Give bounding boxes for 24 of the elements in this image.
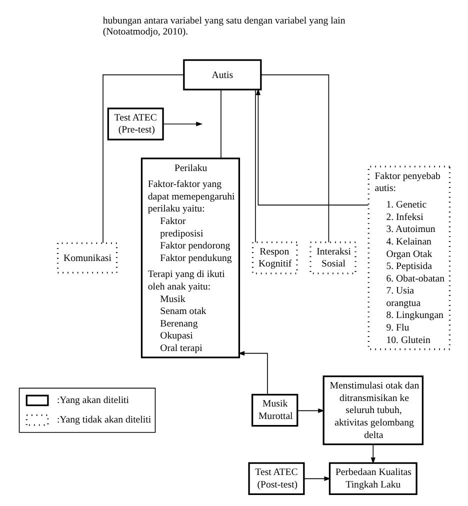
legend-label: :Yang akan diteliti (56, 394, 129, 406)
arrow (303, 476, 330, 481)
node-box: Faktor penyebab autis: 1. Genetic 2. Infeksi 3. Autoimun 4. Kelainan Organ Otak 5. Peptisida 6. Obat-obatan 7. Usia orangtua 8. Lingkungan 9. Flu 10. Glutein (367, 166, 450, 350)
node-box: Test ATEC (Post-test) (248, 462, 304, 496)
node-box: Respon Kognitif (251, 242, 298, 274)
node-box: Musik Murottal (251, 394, 298, 427)
legend-label: :Yang tidak akan diteliti (56, 414, 151, 426)
connector (254, 89, 256, 243)
node-box: Test ATEC (Pre-test) (106, 108, 164, 140)
node-box: Perilaku Faktor-faktor yang dapat memepengaruhi perilaku yaitu: Faktor prediposisi Faktor pendorong Faktor pendukung Terapi yang di ikuti oleh anak yaitu: Musik Senam otak Berenang Okupasi Oral terapi (140, 158, 240, 358)
connector (220, 89, 221, 159)
arrow (238, 351, 268, 395)
node-box: Menstimulasi otak dan ditransmisikan ke seluruh tubuh, aktivitas gelombang delta (322, 375, 424, 446)
arrow (162, 122, 202, 126)
arrow (296, 408, 324, 413)
node-box: Autis (182, 59, 262, 90)
node-box: Perbedaan Kualitas Tingkah Laku (328, 462, 417, 496)
label: hubungan antara variabel yang satu dengan variabel yang lain (Notoatmodjo, 2010). (102, 16, 345, 38)
node-box: Interaksi Sosial (309, 242, 356, 274)
arrow (370, 444, 375, 464)
connector (260, 74, 329, 243)
node-box: Komunikasi (56, 242, 118, 274)
arrow (255, 88, 368, 206)
connector (102, 74, 184, 244)
